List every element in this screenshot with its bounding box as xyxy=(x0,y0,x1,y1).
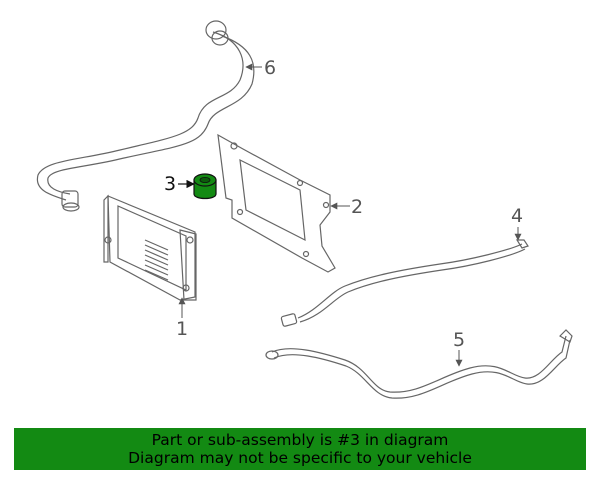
callout-2: 2 xyxy=(351,196,363,218)
callout-3: 3 xyxy=(164,173,176,195)
bracket-part-2[interactable] xyxy=(217,133,336,273)
callout-5: 5 xyxy=(453,329,465,351)
cooler-line-part-5[interactable] xyxy=(265,329,573,399)
callout-6: 6 xyxy=(264,57,276,79)
callout-4: 4 xyxy=(511,205,523,227)
callout-1: 1 xyxy=(176,318,188,340)
banner-line-2: Diagram may not be specific to your vehi… xyxy=(128,449,472,467)
cooler-part-1[interactable] xyxy=(103,194,197,301)
highlighted-part-3[interactable] xyxy=(193,173,217,200)
banner-line-1: Part or sub-assembly is #3 in diagram xyxy=(151,431,449,449)
cooler-line-part-4[interactable] xyxy=(280,239,529,327)
part-info-banner: Part or sub-assembly is #3 in diagram Di… xyxy=(14,428,586,470)
upper-hose-part-6[interactable] xyxy=(36,20,255,212)
parts-diagram: 1 2 3 4 5 6 xyxy=(36,20,573,399)
